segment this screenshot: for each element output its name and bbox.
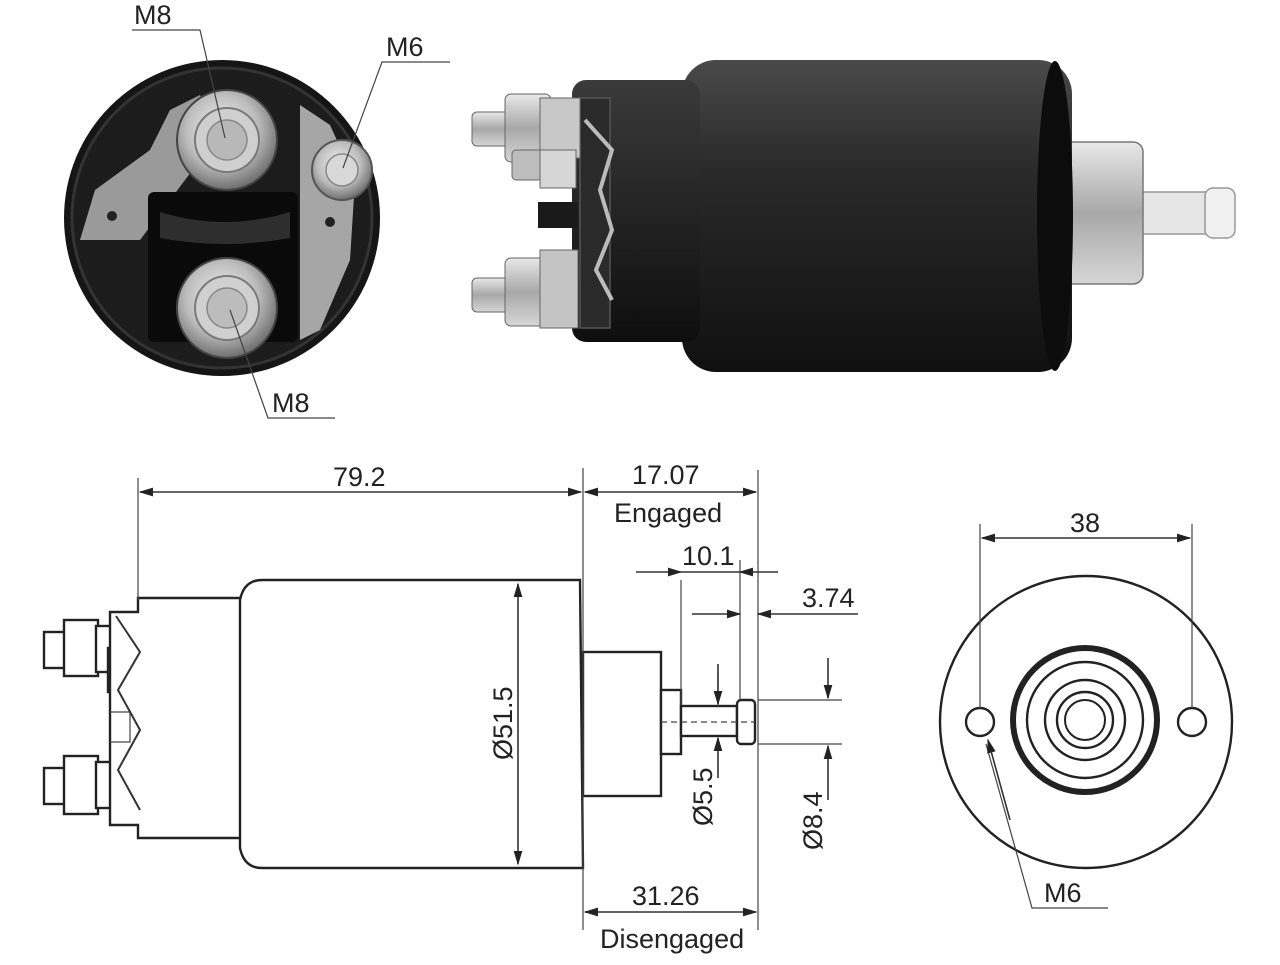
dim-overall-length: 79.2 <box>333 462 386 492</box>
label-m8-top: M8 <box>134 0 172 30</box>
front-dimension-lines <box>979 524 1193 909</box>
side-dimension-lines <box>137 468 858 930</box>
side-view-photo <box>471 60 1236 372</box>
dim-engaged-travel: 17.07 <box>632 460 700 490</box>
dim-plunger-b: 3.74 <box>802 583 855 613</box>
dim-tip-diameter: Ø8.4 <box>798 791 828 850</box>
dim-hole-spacing: 38 <box>1070 508 1100 538</box>
label-m6-holes: M6 <box>1044 878 1082 908</box>
label-m6-small: M6 <box>386 32 424 62</box>
front-view-drawing <box>938 574 1234 870</box>
dim-plunger-a: 10.1 <box>682 541 735 571</box>
label-disengaged: Disengaged <box>600 924 744 954</box>
rear-view-leaders <box>132 29 450 419</box>
dim-body-diameter: Ø51.5 <box>488 686 518 760</box>
dim-shaft-diameter: Ø5.5 <box>688 767 718 826</box>
dim-disengaged-travel: 31.26 <box>632 881 700 911</box>
label-m8-bottom: M8 <box>272 388 310 418</box>
label-engaged: Engaged <box>614 498 722 528</box>
rear-view-photo <box>64 60 380 376</box>
side-outline-drawing <box>42 578 757 870</box>
